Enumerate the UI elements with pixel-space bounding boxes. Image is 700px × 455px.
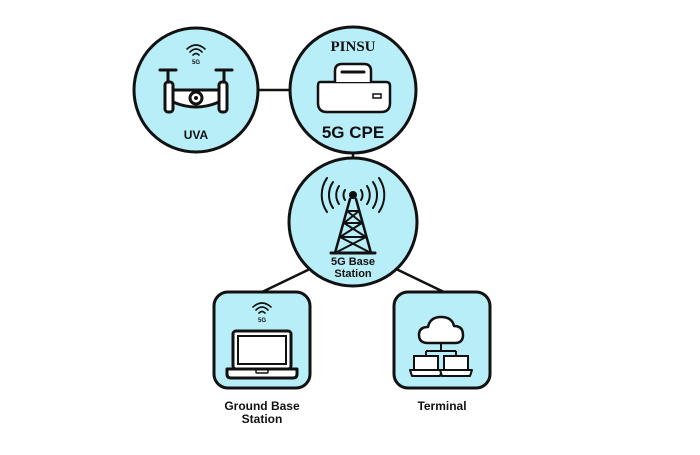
cloud-network-icon <box>409 315 473 377</box>
wifi-icon: 5G <box>252 302 272 324</box>
terminal-label: Terminal <box>417 399 466 413</box>
node-ground-base-station: 5G Ground Base Station <box>212 290 312 426</box>
uva-wifi-badge: 5G <box>192 60 200 66</box>
radio-tower-icon <box>320 177 386 255</box>
uva-label: UVA <box>184 128 209 142</box>
node-uva: 5G UVA <box>132 26 260 154</box>
ground-wifi-badge: 5G <box>258 318 266 324</box>
laptop-icon <box>225 329 299 380</box>
wifi-icon: 5G <box>186 44 206 66</box>
cpe-label: 5G CPE <box>322 123 384 142</box>
cpe-brand: PINSU <box>330 39 375 55</box>
ground-base-station-label-line2: Station <box>242 412 283 426</box>
link-base-station-terminal <box>393 266 447 295</box>
ground-base-station-label-line1: Ground Base <box>224 399 300 413</box>
drone-icon <box>158 68 234 114</box>
link-base-station-ground <box>259 266 313 295</box>
node-terminal: Terminal <box>392 290 492 413</box>
router-icon <box>316 62 392 114</box>
base-station-label-line1: 5G Base <box>331 256 375 268</box>
node-base-station: 5G Base Station <box>287 156 419 288</box>
node-cpe: PINSU 5G CPE <box>288 25 418 155</box>
base-station-label-line2: Station <box>334 268 372 280</box>
